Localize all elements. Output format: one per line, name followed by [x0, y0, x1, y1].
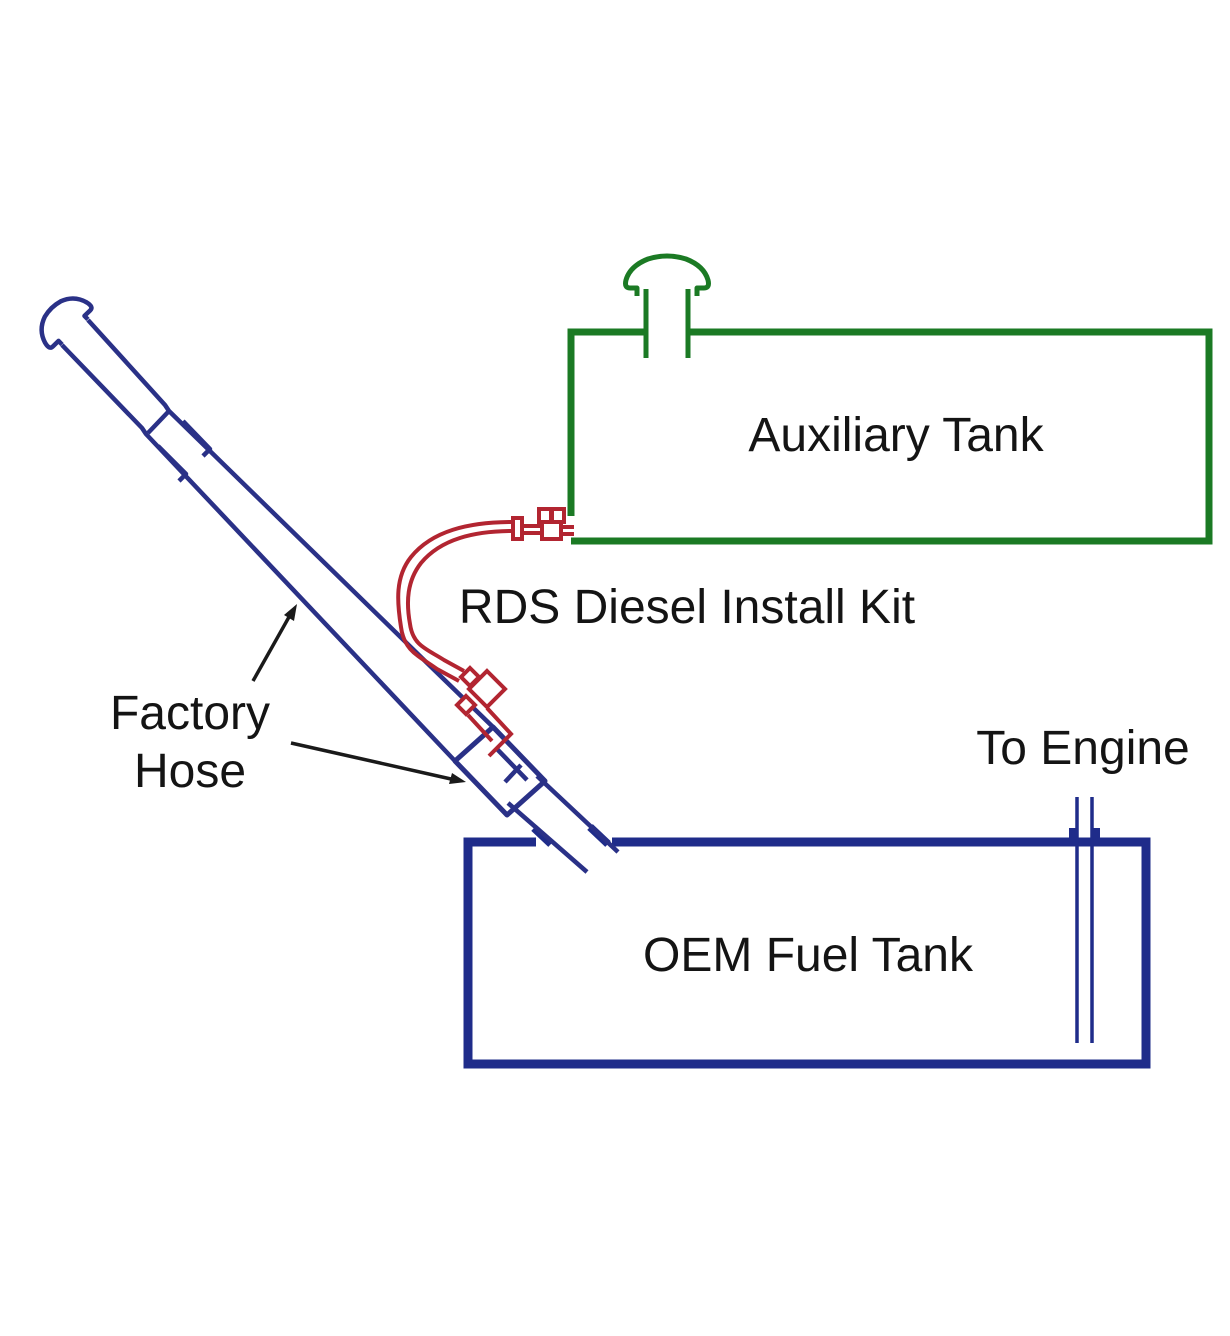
- neck-lower-edge: [60, 343, 457, 763]
- fitting-bolt-left: [537, 507, 553, 524]
- neck-joint-seam: [146, 409, 171, 435]
- fitting-bolt-right: [550, 507, 566, 524]
- neck-lower-section-upper-edge: [535, 774, 620, 854]
- arrow-upper-head: [284, 604, 297, 621]
- factory-hose-label: Factory Hose: [109, 687, 271, 798]
- kit-hose-lower-run-inner: [466, 713, 494, 743]
- oem-tank-outline: [463, 837, 1151, 1069]
- engine-pipe-flange-left: [1069, 828, 1077, 839]
- auxiliary-tank-outline: [567, 328, 1213, 545]
- to-engine-label: To Engine: [976, 722, 1190, 775]
- arrow-lower-shaft: [290, 741, 452, 781]
- neck-joint-sleeve-upper: [181, 419, 213, 458]
- kit-hose-inner: [405, 529, 514, 673]
- oem-fuel-tank-label: OEM Fuel Tank: [643, 929, 973, 982]
- factory-hose-collar: [452, 724, 548, 818]
- engine-pickup-pipe: [1069, 797, 1100, 1043]
- kit-hose-lower-run-outer: [485, 706, 514, 758]
- factory-filler-neck: [39, 296, 620, 874]
- auxiliary-tank: [567, 328, 1213, 545]
- engine-pipe-flange-right: [1092, 828, 1100, 839]
- arrow-lower-head: [449, 773, 466, 784]
- vent-cap-icon: [623, 253, 711, 296]
- rds-install-kit: [396, 507, 574, 758]
- filler-cap-icon: [39, 296, 94, 350]
- neck-lower-section-lower-edge: [506, 801, 589, 874]
- factory-hose-callout-arrows: [251, 604, 466, 784]
- neck-fitting-bolt-lower: [454, 693, 478, 717]
- tank-fitting-body: [540, 520, 563, 541]
- install-kit-label: RDS Diesel Install Kit: [458, 581, 916, 634]
- collar-inner-seam: [494, 746, 529, 782]
- arrow-upper-shaft: [251, 616, 291, 682]
- kit-hose-outer: [396, 520, 514, 683]
- neck-fitting-valve: [466, 668, 508, 710]
- collar-inner-cross: [503, 763, 523, 784]
- hose-clamp: [511, 516, 524, 541]
- vent-assembly: [623, 253, 711, 358]
- auxiliary-tank-label: Auxiliary Tank: [748, 409, 1044, 462]
- neck-joint-sleeve-lower: [156, 444, 189, 483]
